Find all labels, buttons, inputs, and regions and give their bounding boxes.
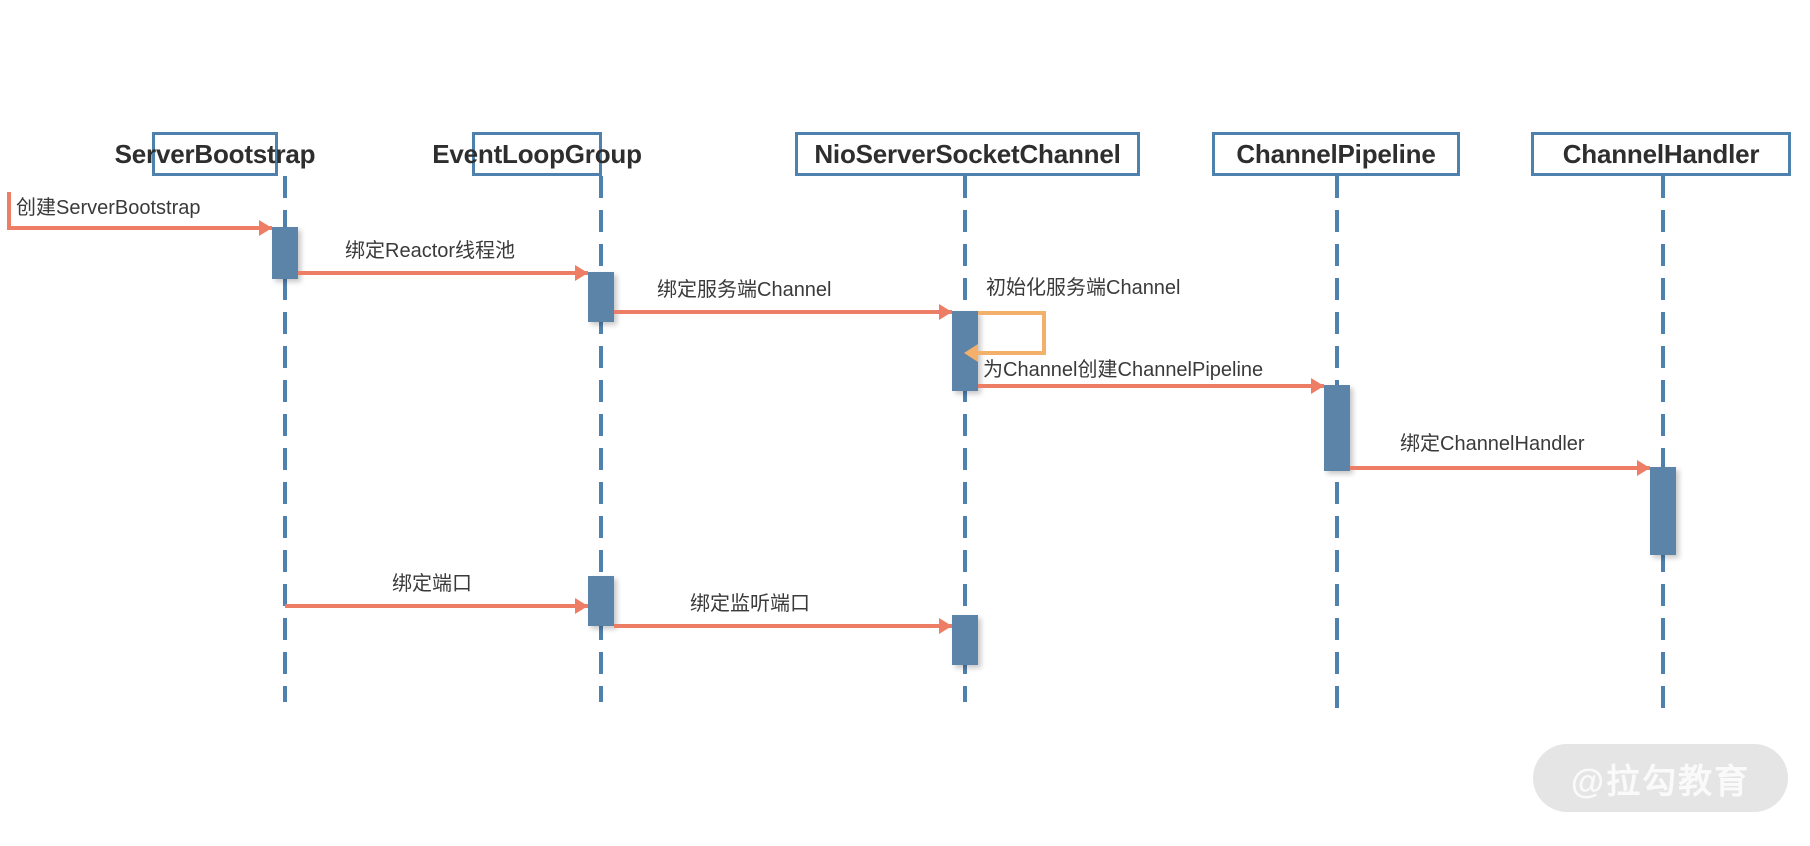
message-label-msg-create-serverbootstrap: 创建ServerBootstrap — [16, 197, 201, 219]
actor-label-channelhandler: ChannelHandler — [1562, 139, 1760, 169]
message-label-msg-bind-server-channel: 绑定服务端Channel — [657, 279, 832, 301]
message-line-msg-create-channelpipeline — [978, 384, 1324, 388]
message-line-msg-bind-listen-port — [614, 624, 952, 628]
actor-label-serverbootstrap: ServerBootstrap — [114, 139, 316, 169]
message-label-msg-bind-listen-port: 绑定监听端口 — [690, 593, 810, 615]
actor-box-serverbootstrap[interactable]: ServerBootstrap — [115, 132, 316, 176]
lifeline-nioserversocketchannel — [963, 176, 967, 702]
actor-box-eventloopgroup[interactable]: EventLoopGroup — [432, 132, 642, 176]
self-message-arrowhead-msg-init-server-channel — [964, 344, 978, 362]
actor-label-nioserversocketchannel: NioServerSocketChannel — [814, 139, 1121, 169]
message-arrowhead-msg-bind-server-channel — [939, 304, 952, 320]
message-label-msg-bind-reactor-threadpool: 绑定Reactor线程池 — [345, 240, 516, 262]
message-arrowhead-msg-bind-reactor-threadpool — [575, 265, 588, 281]
actor-box-channelhandler[interactable]: ChannelHandler — [1531, 132, 1791, 176]
message-label-msg-bind-port: 绑定端口 — [392, 573, 472, 595]
activation-bar-serverbootstrap — [272, 227, 298, 279]
activation-bar-channelpipeline — [1324, 385, 1350, 471]
activation-bar-channelhandler — [1650, 467, 1676, 555]
actor-label-eventloopgroup: EventLoopGroup — [432, 139, 642, 169]
message-arrowhead-msg-bind-channelhandler — [1637, 460, 1650, 476]
actor-label-channelpipeline: ChannelPipeline — [1236, 139, 1436, 169]
message-arrowhead-msg-create-channelpipeline — [1311, 378, 1324, 394]
message-line-msg-bind-channelhandler — [1350, 466, 1650, 470]
message-line-msg-create-serverbootstrap — [7, 226, 272, 230]
message-arrowhead-msg-bind-listen-port — [939, 618, 952, 634]
message-arrowhead-msg-create-serverbootstrap — [259, 220, 272, 236]
message-arrowhead-msg-bind-port — [575, 598, 588, 614]
lifeline-eventloopgroup — [599, 176, 603, 702]
found-message-elbow-msg-create-serverbootstrap — [7, 192, 11, 230]
message-label-msg-bind-channelhandler: 绑定ChannelHandler — [1400, 433, 1585, 455]
watermark-badge: @拉勾教育 — [1533, 744, 1788, 812]
activation-bar-eventloopgroup — [588, 576, 614, 626]
activation-bar-eventloopgroup — [588, 272, 614, 322]
lifeline-channelhandler — [1661, 176, 1665, 718]
self-message-loop-msg-init-server-channel — [978, 311, 1046, 355]
message-line-msg-bind-server-channel — [614, 310, 952, 314]
message-label-msg-create-channelpipeline: 为Channel创建ChannelPipeline — [983, 359, 1264, 381]
message-label-msg-init-server-channel: 初始化服务端Channel — [986, 277, 1181, 299]
actor-box-channelpipeline[interactable]: ChannelPipeline — [1212, 132, 1460, 176]
lifeline-serverbootstrap — [283, 176, 287, 702]
message-line-msg-bind-port — [285, 604, 588, 608]
activation-bar-nioserversocketchannel — [952, 615, 978, 665]
watermark-text: @拉勾教育 — [1570, 762, 1751, 801]
message-line-msg-bind-reactor-threadpool — [298, 271, 588, 275]
actor-box-nioserversocketchannel[interactable]: NioServerSocketChannel — [795, 132, 1140, 176]
